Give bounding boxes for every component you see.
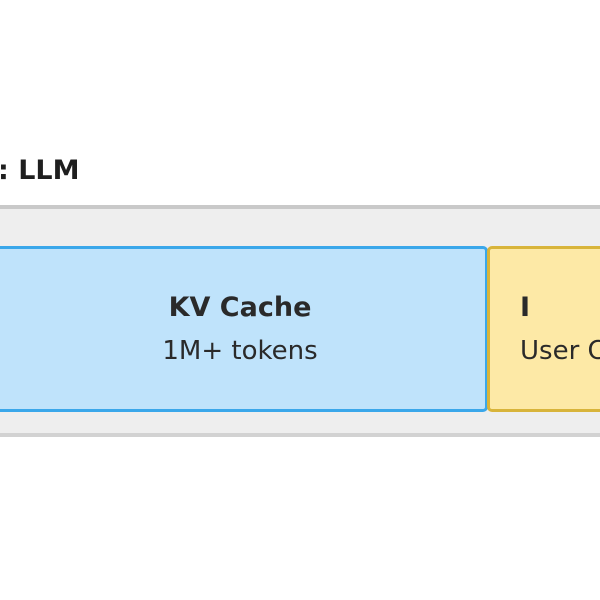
user-context-title: I (520, 292, 531, 323)
kv-cache-subtitle: 1M+ tokens (162, 336, 318, 366)
user-context-block: I User C (487, 246, 600, 412)
user-context-subtitle: User C (520, 336, 600, 366)
kv-cache-block: KV Cache 1M+ tokens (0, 246, 488, 412)
kv-cache-title: KV Cache (168, 292, 312, 323)
diagram-heading: : LLM (0, 155, 80, 186)
